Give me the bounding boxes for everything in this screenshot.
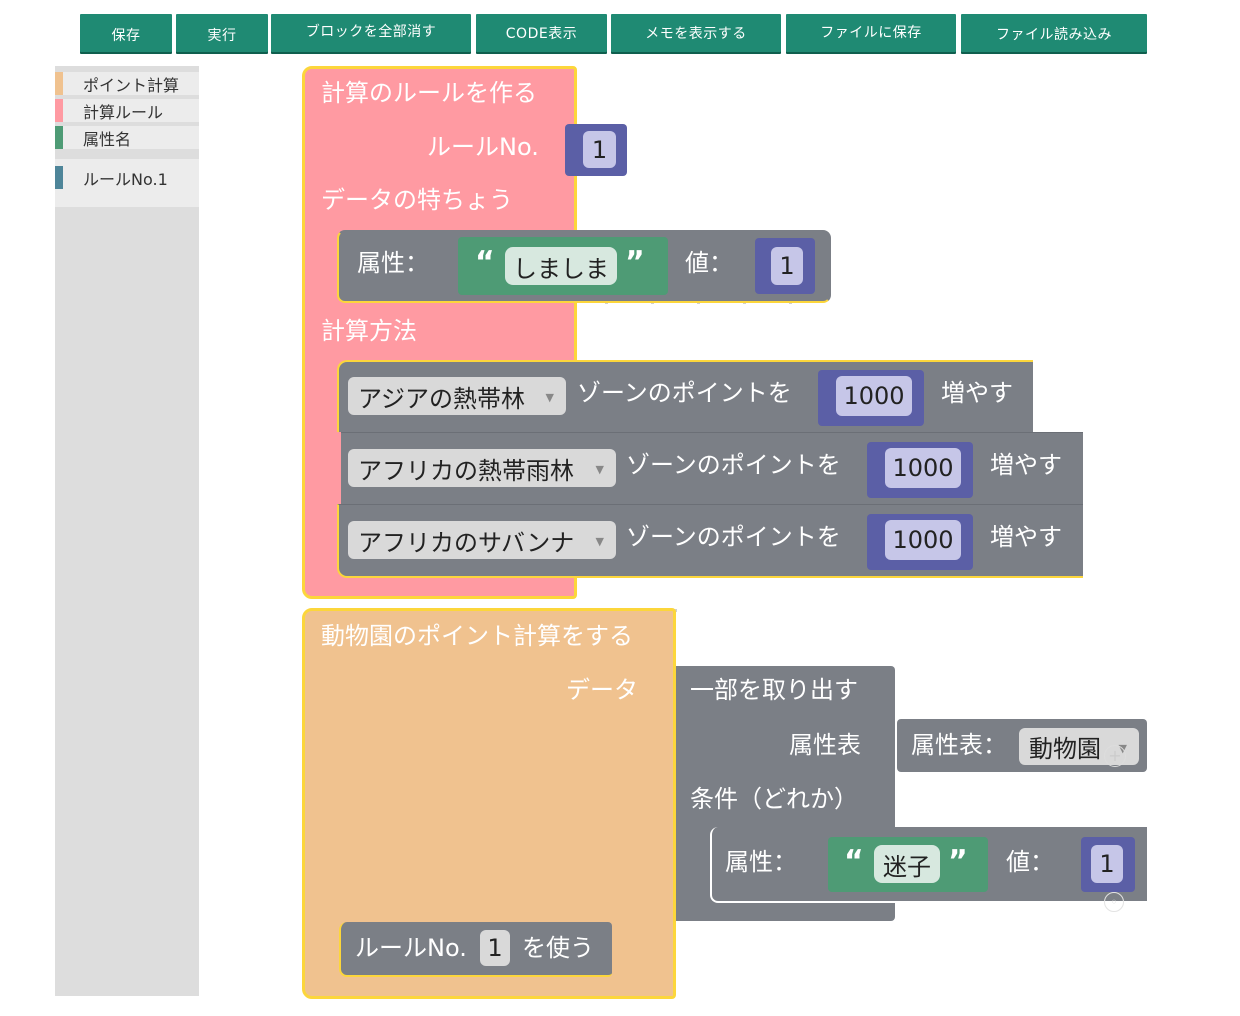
zone-dropdown-2[interactable]: アフリカの熱帯雨林 ▼ [348, 449, 616, 487]
zoom-in-icon[interactable]: + [1104, 745, 1126, 767]
clear-blocks-button[interactable]: ブロックを全部消す [271, 14, 471, 52]
clear-blocks-label: ブロックを全部消す [305, 24, 437, 40]
zone-row-3-suffix: 増やす [990, 523, 1062, 551]
close-quote-icon: ” [625, 245, 645, 280]
open-quote-icon: “ [844, 844, 864, 879]
method-label: 計算方法 [321, 317, 417, 345]
show-memo-button[interactable]: メモを表示する [611, 14, 781, 52]
zoo-block-title: 動物園のポイント計算をする [321, 622, 633, 650]
data-feature-label: データの特ちょう [321, 186, 513, 214]
cond-attr-label: 属性： [725, 848, 797, 876]
category-swatch [55, 126, 63, 149]
condition-label: 条件（どれか） [690, 785, 858, 813]
show-memo-label: メモを表示する [645, 26, 747, 42]
rule-block-title: 計算のルールを作る [321, 79, 537, 107]
attr-value-field[interactable]: しましま [505, 247, 617, 285]
run-button-label: 実行 [207, 28, 237, 44]
table-label: 属性表 [789, 731, 861, 759]
table-dropdown-label: 動物園 [1029, 735, 1101, 763]
use-rule-number-field[interactable]: 1 [480, 930, 510, 966]
show-code-label: CODE表示 [505, 26, 578, 42]
zone-row-1-suffix: 増やす [941, 379, 1013, 407]
toolbox-separator [55, 159, 199, 167]
toolbox-category-point-calc[interactable]: ポイント計算 [55, 72, 199, 95]
zoo-data-label: データ [566, 676, 638, 704]
extract-label: 一部を取り出す [690, 676, 858, 704]
save-button-label: 保存 [111, 28, 141, 44]
category-label: ポイント計算 [83, 75, 180, 95]
zoom-reset-icon[interactable]: ◦ [1104, 892, 1124, 912]
blockly-workspace[interactable]: 計算のルールを作る ルールNo. 1 データの特ちょう 属性： “ しましま ”… [200, 60, 1240, 1016]
save-button[interactable]: 保存 [80, 14, 172, 52]
cond-value-label: 値： [1006, 848, 1054, 876]
load-file-label: ファイル読み込み [996, 27, 1112, 43]
category-swatch [55, 99, 63, 122]
close-quote-icon: ” [948, 844, 968, 879]
cond-attr-value-field[interactable]: 迷子 [874, 845, 940, 883]
table-field-label: 属性表： [911, 731, 1007, 759]
zone-row-2-text: ゾーンのポイントを [626, 451, 841, 479]
save-file-label: ファイルに保存 [820, 25, 922, 41]
open-quote-icon: “ [475, 245, 495, 280]
category-swatch [55, 166, 63, 189]
dropdown-arrow-icon: ▼ [595, 463, 604, 476]
zone-dropdown-3[interactable]: アフリカのサバンナ ▼ [348, 521, 616, 559]
category-label: ルールNo.1 [83, 169, 168, 189]
toolbox-category-calc-rule[interactable]: 計算ルール [55, 99, 199, 122]
zone-row-2-suffix: 増やす [990, 451, 1062, 479]
toolbox: ポイント計算 計算ルール 属性名 ルールNo.1 [55, 66, 199, 996]
toolbox-category-rule-no-1[interactable]: ルールNo.1 [55, 166, 199, 189]
zone-dropdown-3-label: アフリカのサバンナ [358, 528, 575, 557]
zone-dropdown-1[interactable]: アジアの熱帯林 ▼ [348, 377, 566, 415]
value-label: 値： [685, 249, 733, 277]
use-rule-block[interactable] [339, 922, 612, 977]
use-rule-label: ルールNo. [355, 934, 467, 962]
dropdown-arrow-icon: ▼ [595, 535, 604, 548]
run-button[interactable]: 実行 [176, 14, 268, 52]
load-file-button[interactable]: ファイル読み込み [961, 14, 1147, 52]
zone-row-1-text: ゾーンのポイントを [577, 379, 792, 407]
category-label: 属性名 [83, 129, 132, 149]
category-swatch [55, 72, 63, 95]
show-code-button[interactable]: CODE表示 [476, 14, 607, 52]
zone-dropdown-1-label: アジアの熱帯林 [358, 384, 526, 413]
use-rule-suffix: を使う [522, 934, 594, 962]
cond-value-field[interactable]: 1 [1091, 845, 1123, 883]
category-label: 計算ルール [83, 102, 164, 122]
zone-dropdown-2-label: アフリカの熱帯雨林 [358, 456, 574, 485]
rule-no-label: ルールNo. [427, 133, 539, 161]
dropdown-arrow-icon: ▼ [545, 391, 554, 404]
rule-number-field[interactable]: 1 [583, 131, 616, 168]
amount-field-3[interactable]: 1000 [885, 520, 961, 560]
attr-label: 属性： [357, 249, 429, 277]
value-number-field[interactable]: 1 [771, 247, 803, 285]
amount-field-2[interactable]: 1000 [885, 448, 961, 488]
save-file-button[interactable]: ファイルに保存 [786, 14, 956, 52]
toolbox-category-attribute-name[interactable]: 属性名 [55, 126, 199, 149]
zone-row-3-text: ゾーンのポイントを [626, 523, 841, 551]
amount-field-1[interactable]: 1000 [836, 376, 912, 416]
